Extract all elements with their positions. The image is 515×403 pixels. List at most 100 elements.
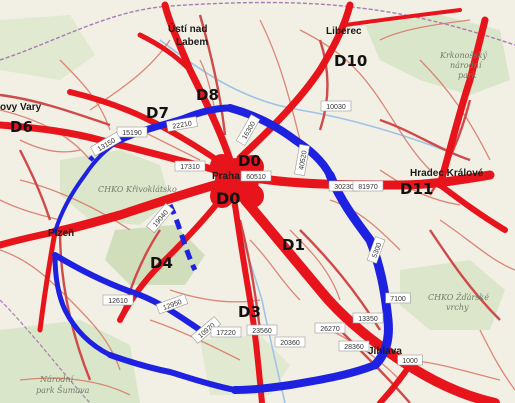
road-d11-line: [250, 170, 495, 190]
traffic-count-value: 7100: [390, 296, 406, 303]
traffic-count-box: [274, 336, 306, 348]
road-d7-line: [67, 89, 223, 165]
traffic-count-value: 17220: [216, 330, 236, 337]
road-label-d8: D8: [196, 86, 219, 104]
area-sumava-line2: park Šumava: [36, 386, 90, 395]
traffic-count-40520: 40520: [294, 144, 310, 176]
traffic-count-23560: 23560: [246, 324, 278, 336]
road-label-d4: D4: [150, 254, 173, 272]
road-d1-line: [240, 195, 500, 403]
city-labels: Praha Plzeň Liberec Ústí nad Labem Hrade…: [0, 22, 484, 357]
traffic-count-7100: 7100: [385, 292, 411, 304]
traffic-count-value: 5300: [371, 242, 383, 259]
traffic-count-15190: 15190: [116, 126, 148, 138]
traffic-count-value: 12610: [108, 298, 128, 305]
minor-roads: [0, 19, 515, 396]
road-label-d3: D3: [238, 303, 261, 321]
traffic-count-value: 28360: [344, 344, 364, 351]
forest-brdy: [105, 225, 205, 285]
traffic-count-box: [155, 293, 189, 315]
traffic-count-box: [397, 354, 423, 366]
city-vary: ovy Vary: [0, 102, 42, 113]
traffic-count-box: [102, 294, 134, 306]
traffic-count-value: 20360: [280, 340, 300, 347]
road-liberec-east: [343, 8, 462, 27]
traffic-count-60510: 60510: [240, 170, 272, 182]
traffic-count-box: [146, 202, 174, 234]
area-krkonossky-line3: park: [458, 71, 477, 80]
traffic-count-81970: 81970: [352, 180, 384, 192]
traffic-count-box: [320, 100, 352, 112]
ring-east: [325, 170, 393, 370]
traffic-count-box: [314, 322, 346, 334]
city-usti-line1: Ústí nad: [168, 22, 207, 35]
area-krivoklatsko: CHKO Křivoklátsko: [98, 185, 177, 194]
ring-south-east: [231, 361, 379, 394]
traffic-count-box: [352, 180, 384, 192]
traffic-count-value: 30230: [334, 184, 354, 191]
road-label-d0-south: D0: [216, 189, 240, 208]
state-border: [0, 1, 515, 61]
ring-north: [226, 104, 334, 179]
road-label-d6: D6: [10, 118, 33, 136]
traffic-count-26270: 26270: [314, 322, 346, 334]
traffic-count-value: 23560: [252, 328, 272, 335]
forest-north-west: [0, 15, 95, 80]
road-label-d7: D7: [146, 104, 169, 122]
river-labe: [159, 39, 471, 161]
traffic-count-box: [385, 292, 411, 304]
traffic-count-value: 81970: [358, 184, 378, 191]
ring-south: [107, 352, 238, 393]
traffic-count-box: [190, 316, 222, 344]
traffic-count-5300: 5300: [366, 236, 386, 264]
road-plzen-south: [37, 229, 58, 333]
forest-south: [200, 335, 290, 395]
road-d5-line: [50, 180, 220, 237]
road-label-d0-north: D0: [238, 152, 261, 170]
road-d3-line: [232, 202, 265, 403]
forest-zdarske: [400, 260, 505, 330]
traffic-count-box: [235, 114, 261, 146]
road-d5-west: [0, 228, 59, 249]
traffic-count-value: 40520: [298, 150, 308, 170]
traffic-count-12610: 12610: [102, 294, 134, 306]
road-jihlava-south: [377, 362, 413, 403]
state-border-south: [0, 299, 91, 403]
city-usti-line2: Labem: [176, 37, 208, 48]
traffic-count-10030: 10030: [320, 100, 352, 112]
road-label-d10: D10: [334, 52, 367, 70]
road-label-d1: D1: [282, 236, 305, 254]
traffic-count-box: [240, 170, 272, 182]
road-usti: [137, 32, 193, 73]
road-d11-north: [436, 16, 489, 189]
area-sumava-line1: Národní: [39, 375, 75, 384]
traffic-count-box: [90, 131, 122, 157]
traffic-count-17220: 17220: [210, 326, 242, 338]
traffic-count-28360: 28360: [338, 340, 370, 352]
road-d11-east: [437, 182, 508, 233]
city-praha: Praha: [212, 171, 240, 182]
traffic-count-22210: 22210: [166, 116, 198, 132]
ring-west: [53, 138, 122, 234]
traffic-count-box: [352, 312, 384, 324]
traffic-count-value: 60510: [246, 174, 266, 181]
traffic-count-box: [294, 144, 310, 176]
traffic-count-box: [210, 326, 242, 338]
traffic-count-value: 1000: [402, 358, 418, 365]
traffic-count-value: 26270: [320, 326, 340, 333]
traffic-count-box: [166, 116, 198, 132]
traffic-count-13150: 13150: [90, 131, 122, 157]
traffic-count-box: [246, 324, 278, 336]
city-liberec: Liberec: [326, 26, 362, 37]
traffic-count-13350: 13350: [352, 312, 384, 324]
traffic-count-box: [366, 236, 386, 264]
road-labels: D10 D8 D7 D6 D0 D0 D11 D1 D4 D3: [10, 52, 433, 321]
praha-centre: [210, 154, 264, 208]
area-labels: Krkonošský národní park CHKO Křivoklátsk…: [36, 51, 489, 395]
area-zdarske-line1: CHKO Žďárské: [428, 293, 489, 302]
traffic-count-value: 13350: [358, 316, 378, 323]
traffic-count-value: 22210: [172, 120, 192, 130]
traffic-count-value: 10030: [326, 104, 346, 111]
road-label-d11: D11: [400, 180, 433, 198]
